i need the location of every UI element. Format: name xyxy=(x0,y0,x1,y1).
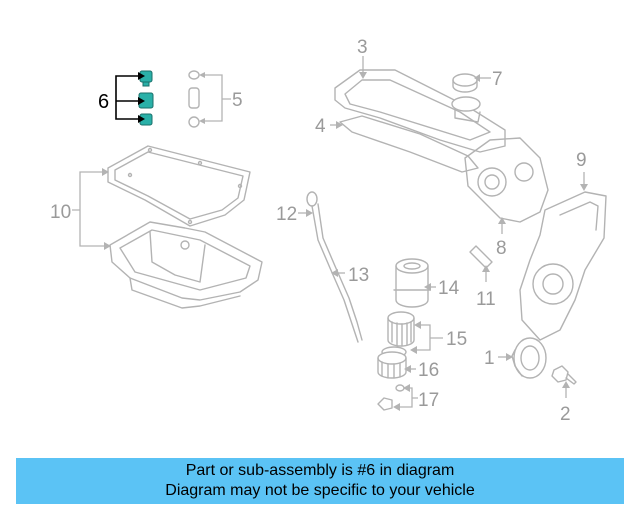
callout-11[interactable]: 11 xyxy=(476,289,496,310)
part-10-leader xyxy=(72,168,111,250)
part-3-valve-cover xyxy=(334,56,506,153)
part-1-pulley xyxy=(498,337,547,379)
callout-14[interactable]: 14 xyxy=(438,278,460,299)
part-4-gasket xyxy=(330,115,479,173)
part-6-leader xyxy=(115,72,145,123)
part-9-timing-cover xyxy=(519,172,607,341)
part-8-front-cover xyxy=(464,137,549,234)
callout-16[interactable]: 16 xyxy=(418,360,439,381)
callout-5[interactable]: 5 xyxy=(232,90,243,111)
part-17-drain-plug xyxy=(377,384,418,411)
callout-6[interactable]: 6 xyxy=(98,91,109,113)
callout-7[interactable]: 7 xyxy=(492,69,503,90)
callout-8[interactable]: 8 xyxy=(496,238,507,259)
callout-1[interactable]: 1 xyxy=(484,348,495,369)
callout-12[interactable]: 12 xyxy=(276,204,297,225)
callout-2[interactable]: 2 xyxy=(560,404,571,425)
part-12-dipstick-handle xyxy=(298,191,318,217)
part-15-filter-element xyxy=(381,311,443,358)
callout-17[interactable]: 17 xyxy=(418,390,439,411)
part-14-filter-housing xyxy=(393,258,436,308)
part-10-oil-pan xyxy=(109,221,263,309)
callout-4[interactable]: 4 xyxy=(315,116,326,137)
callout-15[interactable]: 15 xyxy=(446,329,467,350)
info-banner: Part or sub-assembly is #6 in diagram Di… xyxy=(16,458,624,504)
banner-line-2: Diagram may not be specific to your vehi… xyxy=(165,482,475,499)
callout-13[interactable]: 13 xyxy=(348,265,369,286)
part-11-sensor xyxy=(469,245,493,282)
banner-line-1: Part or sub-assembly is #6 in diagram xyxy=(185,462,455,479)
part-5-dowels xyxy=(188,70,231,128)
part-16-filter-cap xyxy=(377,351,416,379)
part-2-bolt xyxy=(551,365,577,398)
part-6-bolts[interactable] xyxy=(138,70,154,126)
callout-10[interactable]: 10 xyxy=(50,202,71,223)
part-7-cap xyxy=(452,73,491,93)
part-13-dipstick-tube xyxy=(311,203,363,343)
callout-9[interactable]: 9 xyxy=(576,150,587,171)
parts-diagram: 6 5 10 3 xyxy=(50,37,607,425)
part-10-oil-pan-gasket xyxy=(107,145,251,227)
callout-3[interactable]: 3 xyxy=(357,37,368,58)
